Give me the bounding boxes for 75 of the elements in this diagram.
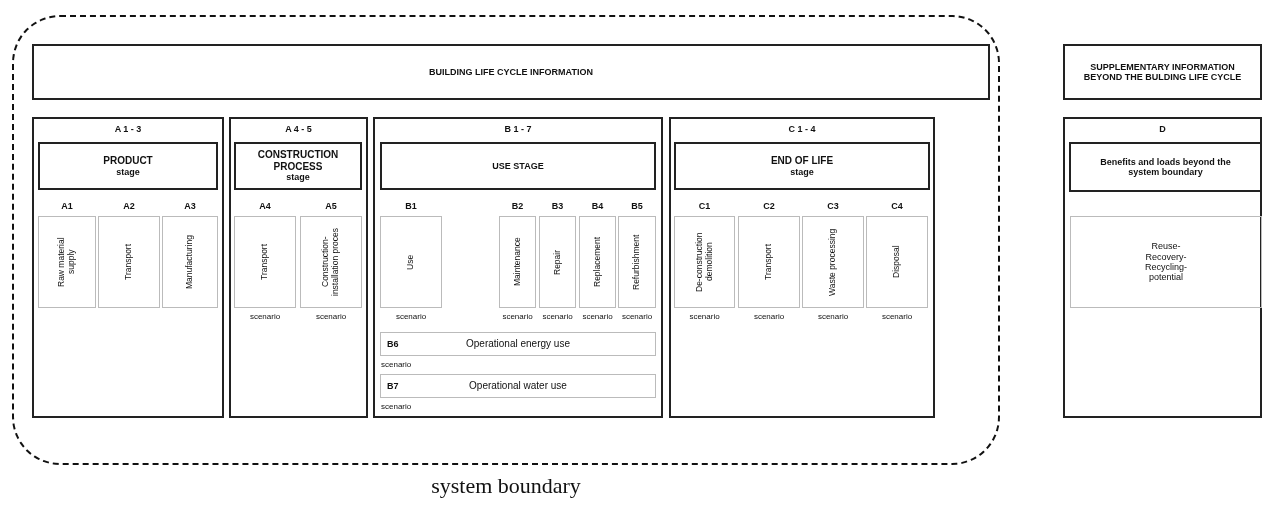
stage-code: A 1 - 3	[114, 124, 142, 135]
module-code: B7	[387, 381, 399, 392]
module-label: Reuse- Recovery- Recycling- potential	[1144, 241, 1188, 283]
stage-title: USE STAGE	[491, 160, 545, 172]
stage-code: C 1 - 4	[788, 124, 816, 135]
stage-group-box	[669, 117, 935, 418]
module-label: De-construction demolition	[694, 231, 715, 294]
stage-group-box	[32, 117, 224, 418]
scenario-note: scenario	[817, 312, 849, 322]
stage-title-box	[234, 142, 362, 190]
scenario-note: scenario	[395, 312, 427, 322]
scenario-note: scenario	[542, 312, 573, 322]
module-label: Operational water use	[469, 380, 567, 392]
scenario-note: scenario	[381, 360, 412, 370]
module-label: Repair	[552, 248, 563, 277]
module-label: Operational energy use	[466, 338, 570, 350]
module-code: B3	[551, 201, 564, 212]
information-banner	[32, 44, 990, 100]
module-code: C4	[891, 201, 903, 212]
module-label: Use	[406, 253, 416, 272]
module-code: B2	[511, 201, 524, 212]
module-label: Construction- installation proces	[321, 227, 341, 298]
banner-title: BUILDING LIFE CYCLE INFORMATION	[428, 66, 594, 78]
module-label: Transport	[124, 242, 134, 283]
module-code: B6	[387, 339, 399, 350]
module-label: Raw material supply	[57, 236, 77, 289]
stage-title-box	[38, 142, 218, 190]
module-code: A2	[123, 201, 135, 212]
module-code: A5	[325, 201, 337, 212]
stage-title: Benefits and loads beyond the system boundary	[1099, 156, 1232, 178]
module-code: B1	[405, 201, 417, 212]
module-code: B4	[591, 201, 604, 212]
stage-title: stage	[285, 172, 311, 183]
scenario-note: scenario	[582, 312, 613, 322]
scenario-note: scenario	[621, 312, 653, 322]
stage-code: D	[1159, 124, 1166, 135]
scenario-note: scenario	[689, 312, 720, 322]
scenario-note: scenario	[249, 312, 281, 322]
stage-title: stage	[789, 166, 815, 177]
stage-code: B 1 - 7	[504, 124, 532, 135]
module-code: C3	[827, 201, 839, 212]
stage-title: PRODUCT	[102, 155, 154, 167]
module-code: A4	[259, 201, 271, 212]
module-code: C2	[763, 201, 775, 212]
module-label: Maintenance	[512, 236, 523, 289]
stage-group-box	[373, 117, 663, 418]
module-code: C1	[698, 201, 711, 212]
stage-title-box	[1069, 142, 1262, 192]
scenario-note: scenario	[381, 402, 412, 412]
module-label: Waste processing	[828, 227, 838, 298]
module-code: A3	[184, 201, 196, 212]
module-code: A1	[61, 201, 73, 212]
stage-title-box	[674, 142, 930, 190]
module-label: Manufacturing	[185, 234, 195, 291]
module-label: Transport	[260, 242, 270, 283]
stage-title-box	[380, 142, 656, 190]
scenario-note: scenario	[502, 312, 533, 322]
module-label: Replacement	[592, 235, 603, 290]
scenario-note: scenario	[315, 312, 347, 322]
scenario-note: scenario	[881, 312, 913, 322]
scenario-note: scenario	[753, 312, 785, 322]
module-label: Refurbishment	[632, 233, 642, 292]
stage-title: CONSTRUCTION PROCESS	[256, 149, 340, 173]
banner-title: SUPPLEMENTARY INFORMATION BEYOND THE BULDING LIFE CYCLE	[1082, 61, 1243, 83]
stage-title: stage	[115, 166, 141, 177]
stage-code: A 4 - 5	[285, 124, 312, 135]
stage-title: END OF LIFE	[769, 155, 835, 167]
module-label: Transport	[764, 242, 774, 283]
information-banner	[1063, 44, 1262, 100]
stage-group-box	[229, 117, 368, 418]
module-label: Disposal	[892, 244, 902, 281]
boundary-label: system boundary	[431, 473, 581, 499]
module-box	[1070, 216, 1262, 308]
stage-group-box	[1063, 117, 1262, 418]
module-code: B5	[631, 201, 643, 212]
